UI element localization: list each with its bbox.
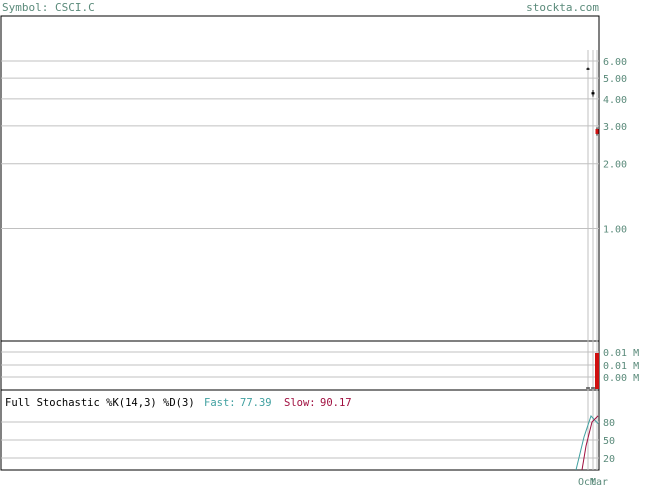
price-grid xyxy=(1,50,599,470)
price-tick-label: 3.00 xyxy=(603,122,627,133)
volume-tick-labels: 0.01 M0.01 M0.00 M xyxy=(603,348,639,384)
price-tick-labels: 6.00 5.00 4.00 3.00 2.00 1.00 xyxy=(603,57,627,235)
stochastic-tick-label: 20 xyxy=(603,454,615,465)
stochastic-title: Full Stochastic %K(14,3) %D(3) xyxy=(5,397,195,409)
volume-bar xyxy=(595,353,599,389)
price-candle-body xyxy=(586,68,590,70)
volume-tick-label: 0.01 M xyxy=(603,348,639,359)
price-candle-body xyxy=(591,92,595,95)
price-tick-label: 1.00 xyxy=(603,224,627,235)
slow-line xyxy=(581,415,599,471)
stochastic-tick-label: 80 xyxy=(603,418,615,429)
price-tick-label: 4.00 xyxy=(603,95,627,106)
stochastic-tick-label: 50 xyxy=(603,436,615,447)
volume-tick-label: 0.01 M xyxy=(603,361,639,372)
x-tick-label: Oct xyxy=(578,477,596,486)
price-tick-label: 6.00 xyxy=(603,57,627,68)
slow-label: Slow: xyxy=(284,397,316,409)
stochastic-marks xyxy=(575,415,599,471)
fast-label: Fast: xyxy=(204,397,236,409)
price-candle-body xyxy=(595,128,599,134)
price-tick-label: 5.00 xyxy=(603,74,627,85)
volume-tick-label: 0.00 M xyxy=(603,373,639,384)
site-label: stockta.com xyxy=(526,1,599,14)
slow-value: 90.17 xyxy=(320,397,352,409)
symbol-label: Symbol: CSCI.C xyxy=(2,1,95,14)
volume-marks xyxy=(586,353,599,389)
volume-grid xyxy=(1,351,599,378)
price-tick-label: 2.00 xyxy=(603,160,627,171)
stochastic-tick-labels: 80 50 20 xyxy=(603,418,615,465)
stochastic-grid xyxy=(1,421,599,459)
price-panel-frame xyxy=(0,15,600,342)
fast-value: 77.39 xyxy=(240,397,272,409)
stochastic-panel-frame xyxy=(0,389,600,471)
x-tick-label: Mar xyxy=(590,477,608,486)
price-marks xyxy=(586,67,599,136)
